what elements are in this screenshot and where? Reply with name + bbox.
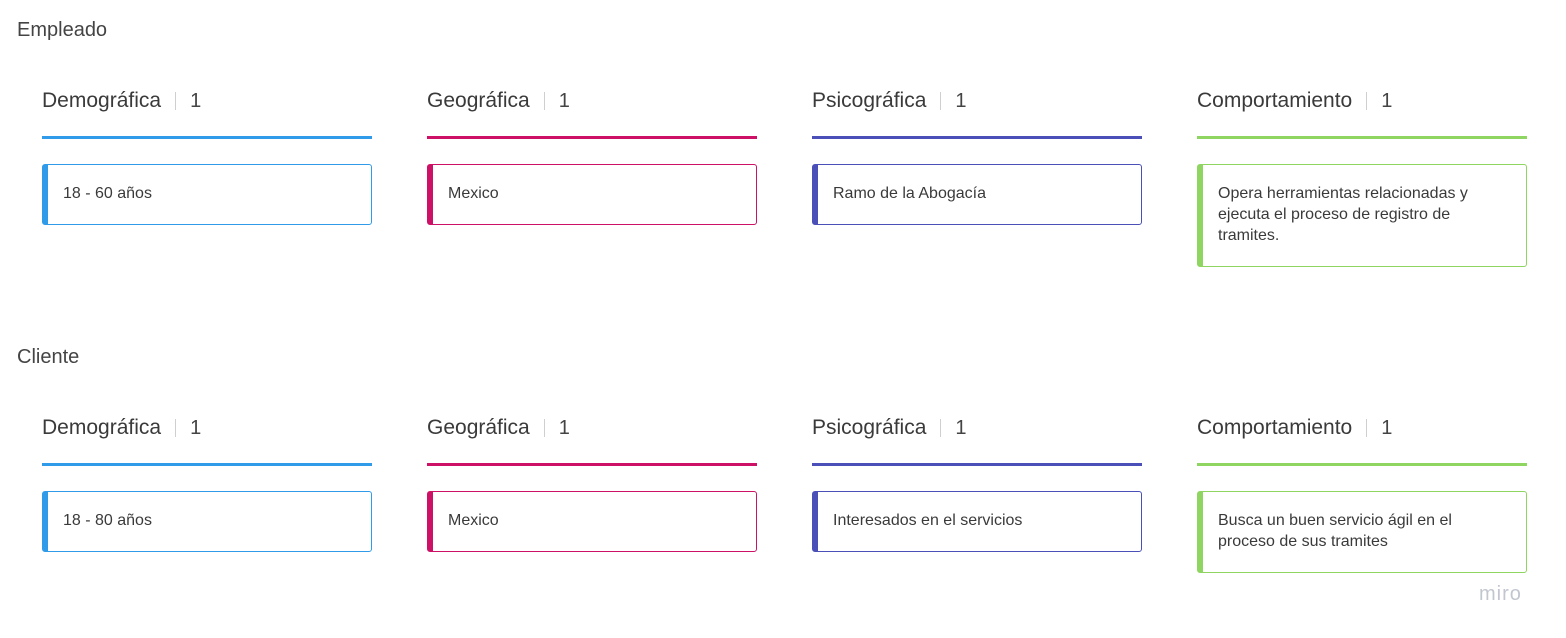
column-comportamiento: Comportamiento 1 Opera herramientas rela… (1197, 88, 1527, 267)
column-label: Comportamiento (1197, 89, 1353, 112)
column-label: Psicográfica (812, 416, 927, 439)
column-header: Demográfica 1 (42, 415, 372, 441)
header-divider (1366, 419, 1368, 437)
column-count: 1 (558, 416, 570, 439)
sticky-card[interactable]: 18 - 60 años (42, 164, 372, 225)
column-underline (427, 136, 757, 139)
sticky-card[interactable]: Mexico (427, 164, 757, 225)
sticky-card[interactable]: Opera herramientas relacionadas y ejecut… (1197, 164, 1527, 267)
header-divider (175, 92, 177, 110)
header-divider (1366, 92, 1368, 110)
column-underline (42, 136, 372, 139)
miro-watermark: miro (1479, 583, 1522, 605)
column-label: Psicográfica (812, 89, 927, 112)
column-label: Geográfica (427, 416, 530, 439)
column-underline (1197, 136, 1527, 139)
column-demografica: Demográfica 1 18 - 60 años (42, 88, 372, 225)
column-label: Comportamiento (1197, 416, 1353, 439)
column-label: Demográfica (42, 416, 162, 439)
column-count: 1 (955, 89, 967, 112)
column-underline (42, 463, 372, 466)
column-count: 1 (1381, 89, 1393, 112)
sticky-card[interactable]: Busca un buen servicio ágil en el proces… (1197, 491, 1527, 573)
header-divider (543, 92, 545, 110)
column-count: 1 (190, 416, 202, 439)
column-geografica: Geográfica 1 Mexico (427, 415, 757, 552)
column-psicografica: Psicográfica 1 Interesados en el servici… (812, 415, 1142, 552)
sticky-card[interactable]: Interesados en el servicios (812, 491, 1142, 552)
column-count: 1 (1381, 416, 1393, 439)
column-count: 1 (558, 89, 570, 112)
column-label: Demográfica (42, 89, 162, 112)
sticky-card[interactable]: 18 - 80 años (42, 491, 372, 552)
column-psicografica: Psicográfica 1 Ramo de la Abogacía (812, 88, 1142, 225)
header-divider (175, 419, 177, 437)
header-divider (543, 419, 545, 437)
column-count: 1 (955, 416, 967, 439)
header-divider (940, 92, 942, 110)
column-label: Geográfica (427, 89, 530, 112)
column-geografica: Geográfica 1 Mexico (427, 88, 757, 225)
section-title: Empleado (17, 19, 108, 41)
column-count: 1 (190, 89, 202, 112)
column-header: Psicográfica 1 (812, 415, 1142, 441)
column-underline (1197, 463, 1527, 466)
column-underline (812, 136, 1142, 139)
column-header: Comportamiento 1 (1197, 88, 1527, 114)
column-header: Geográfica 1 (427, 415, 757, 441)
column-header: Geográfica 1 (427, 88, 757, 114)
header-divider (940, 419, 942, 437)
section-title: Cliente (17, 346, 80, 368)
column-demografica: Demográfica 1 18 - 80 años (42, 415, 372, 552)
column-comportamiento: Comportamiento 1 Busca un buen servicio … (1197, 415, 1527, 573)
column-underline (427, 463, 757, 466)
sticky-card[interactable]: Mexico (427, 491, 757, 552)
column-header: Psicográfica 1 (812, 88, 1142, 114)
column-header: Comportamiento 1 (1197, 415, 1527, 441)
column-header: Demográfica 1 (42, 88, 372, 114)
column-underline (812, 463, 1142, 466)
sticky-card[interactable]: Ramo de la Abogacía (812, 164, 1142, 225)
